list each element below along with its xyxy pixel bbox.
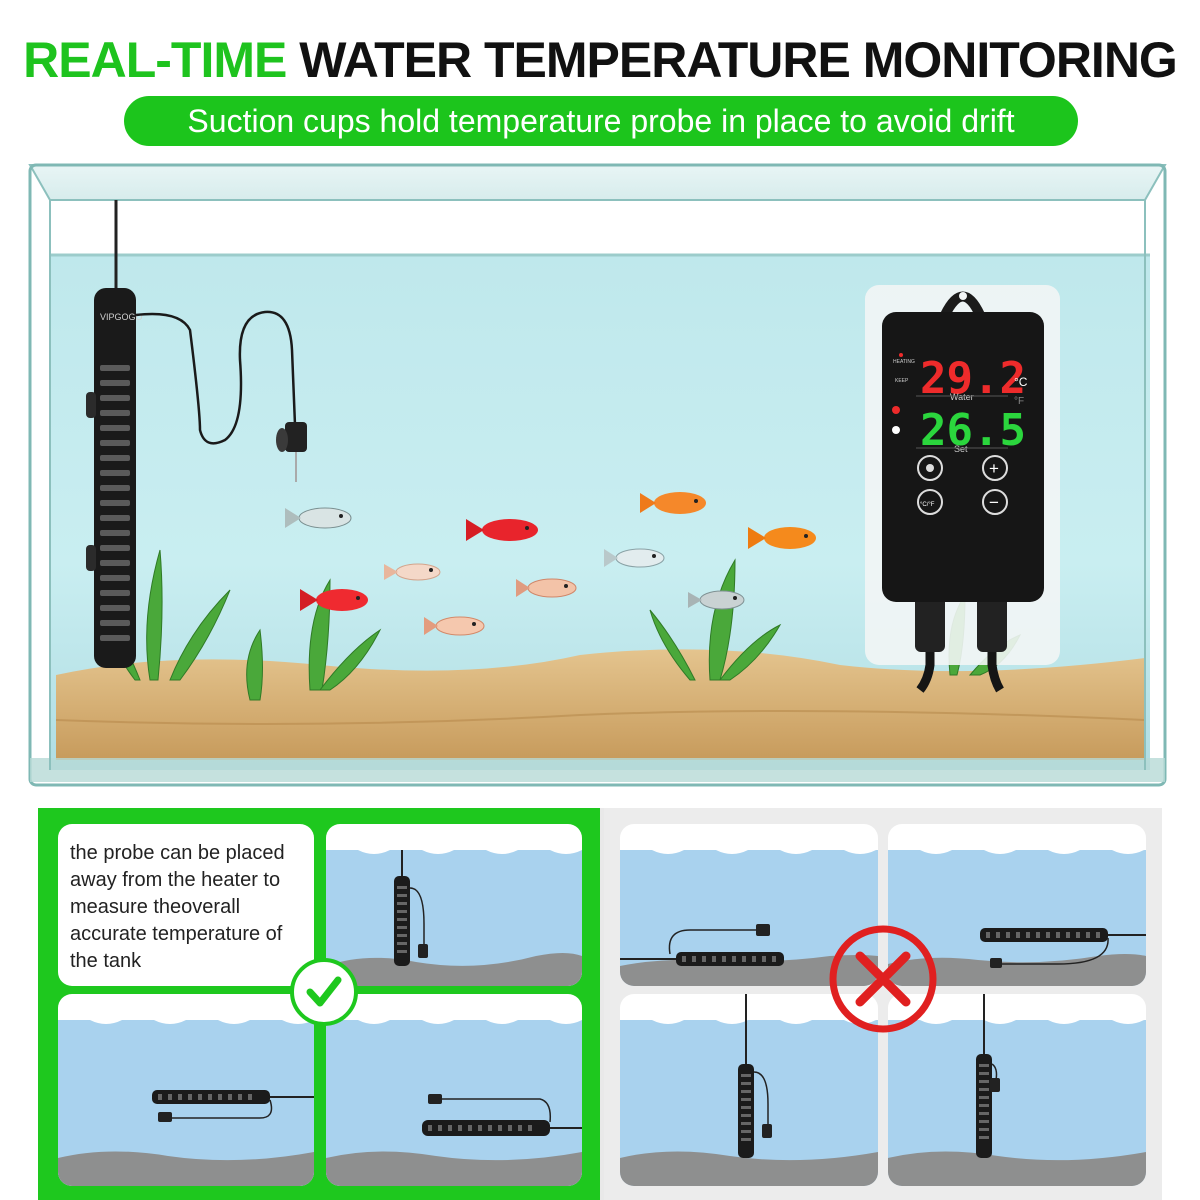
settings-button[interactable] [917, 455, 943, 481]
title-highlight: REAL-TIME [23, 32, 287, 88]
minus-label: − [989, 493, 999, 512]
check-icon [306, 976, 342, 1007]
unit-toggle-button[interactable] [917, 489, 943, 515]
check-badge [290, 958, 358, 1026]
set-label: Set [954, 444, 968, 454]
plus-label: + [989, 459, 999, 478]
minus-button[interactable] [982, 489, 1008, 515]
unit-f: °F [1014, 396, 1024, 407]
unit-c: °C [1014, 375, 1028, 389]
probe-note-text: the probe can be placed away from the he… [70, 842, 285, 972]
wrong-card-probe-near-heater [620, 994, 878, 1186]
aquarium-illustration: VIPGOGO 29.2 °C Water HEATING KEEP 26.5 … [20, 160, 1180, 790]
heater-brand: VIPGOGO [100, 312, 143, 322]
probe-note: the probe can be placed away from the he… [58, 824, 314, 986]
panel-divider [600, 808, 604, 1200]
keep-label: KEEP [895, 378, 909, 384]
wrong-card-probe-on-heater [888, 994, 1146, 1186]
cross-badge [824, 920, 942, 1038]
correct-card-vertical [326, 824, 582, 986]
title-rest: WATER TEMPERATURE MONITORING [299, 32, 1178, 88]
aquarium-svg: VIPGOGO 29.2 °C Water HEATING KEEP 26.5 … [28, 163, 1167, 787]
cross-icon [829, 925, 937, 1033]
cf-label: °C/°F [920, 502, 935, 508]
plus-button[interactable] [982, 455, 1008, 481]
water-label: Water [950, 392, 974, 402]
page-title: REAL-TIME WATER TEMPERATURE MONITORING [0, 30, 1200, 90]
subtitle-pill: Suction cups hold temperature probe in p… [124, 96, 1078, 146]
placement-comparison: the probe can be placed away from the he… [0, 808, 1200, 1200]
correct-card-horizontal-2 [326, 994, 582, 1186]
correct-card-horizontal-1 [58, 994, 314, 1186]
heating-label: HEATING [893, 359, 915, 365]
